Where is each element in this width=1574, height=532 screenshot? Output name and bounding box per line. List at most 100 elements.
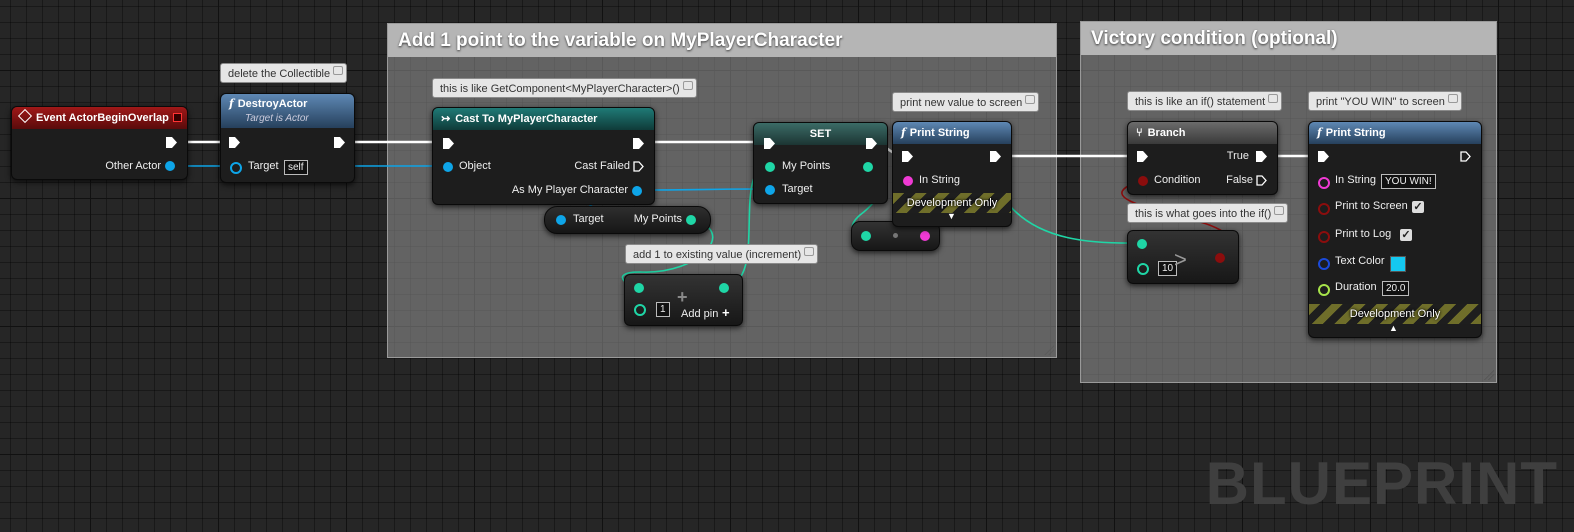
print-to-log-checkbox[interactable]: ✓ (1400, 229, 1412, 241)
struct-in-pin-hollow-icon[interactable] (1318, 258, 1330, 270)
object-in-pin-icon[interactable] (556, 215, 566, 225)
object-in-pin-icon[interactable] (765, 185, 775, 195)
pin-label-text-color: Text Color (1335, 255, 1385, 267)
exec-out-pin-icon[interactable] (866, 138, 877, 149)
exec-out-pin-icon[interactable] (990, 151, 1001, 162)
branch-node[interactable]: ⑂Branch True Condition False (1127, 121, 1278, 195)
bubble-text: print "YOU WIN" to screen (1316, 96, 1445, 108)
int-in-pin-icon[interactable] (861, 231, 871, 241)
bool-out-pin-icon[interactable] (1215, 253, 1225, 263)
exec-in-pin-icon[interactable] (764, 138, 775, 149)
greater-than-operator-icon: > (1174, 247, 1187, 272)
int-in-pin-hollow-icon[interactable] (634, 304, 646, 316)
pin-label-duration: Duration (1335, 281, 1377, 293)
compare-literal-value[interactable]: 10 (1158, 261, 1178, 276)
int-out-pin-icon[interactable] (863, 162, 873, 172)
exec-in-pin-icon[interactable] (229, 137, 240, 148)
exec-out-pin-hollow-icon[interactable] (1460, 151, 1471, 162)
add-operator-icon: + (677, 287, 688, 307)
cast-arrow-icon: ↣ (441, 113, 451, 125)
int-out-pin-icon[interactable] (686, 215, 696, 225)
exec-in-pin-icon[interactable] (1137, 151, 1148, 162)
exec-out-pin-icon[interactable] (166, 137, 177, 148)
exec-in-pin-icon[interactable] (1318, 151, 1329, 162)
add-pin-label[interactable]: Add pin (681, 308, 719, 320)
node-title: Print String (909, 127, 970, 139)
object-in-pin-icon[interactable] (443, 162, 453, 172)
pin-icon[interactable] (1025, 95, 1036, 104)
get-my-points-node[interactable]: Target My Points (544, 206, 711, 234)
float-in-pin-hollow-icon[interactable] (1318, 284, 1330, 296)
exec-out-pin-icon[interactable] (633, 138, 644, 149)
bool-in-pin-hollow-icon[interactable] (1318, 203, 1330, 215)
int-in-pin-icon[interactable] (634, 283, 644, 293)
pin-icon[interactable] (1268, 94, 1279, 103)
exec-out-pin-icon[interactable] (1256, 151, 1267, 162)
duration-value[interactable]: 20.0 (1382, 281, 1410, 296)
pin-icon[interactable] (682, 81, 693, 90)
string-in-pin-icon[interactable] (903, 176, 913, 186)
exec-in-pin-icon[interactable] (443, 138, 454, 149)
int-in-pin-hollow-icon[interactable] (1137, 263, 1149, 275)
pin-label-condition: Condition (1154, 174, 1201, 186)
add-literal-value[interactable]: 1 (656, 302, 670, 317)
string-in-pin-hollow-icon[interactable] (1318, 177, 1330, 189)
print-to-screen-checkbox[interactable]: ✓ (1412, 201, 1424, 213)
blueprint-watermark: BLUEPRINT (1205, 450, 1558, 517)
string-out-pin-icon[interactable] (920, 231, 930, 241)
target-self-value[interactable]: self (284, 160, 308, 175)
bubble-text: this is like GetComponent<MyPlayerCharac… (440, 83, 680, 95)
comment-title[interactable]: Add 1 point to the variable on MyPlayerC… (388, 24, 1056, 57)
node-title: Event ActorBeginOverlap (36, 112, 169, 124)
cast-to-myplayercharacter-node[interactable]: ↣Cast To MyPlayerCharacter Object Cast F… (432, 107, 655, 205)
exec-out-pin-hollow-icon[interactable] (633, 161, 644, 172)
event-actor-begin-overlap-node[interactable]: Event ActorBeginOverlap Other Actor (11, 106, 188, 180)
pin-label-as-player: As My Player Character (511, 184, 628, 196)
int-in-pin-icon[interactable] (765, 162, 775, 172)
bool-in-pin-icon[interactable] (1138, 176, 1148, 186)
pin-label-target: Target (248, 160, 279, 172)
pin-label-target: Target (782, 183, 813, 195)
greater-than-node[interactable]: 10 > (1127, 230, 1239, 284)
add-int-node[interactable]: 1 + Add pin + (624, 274, 743, 326)
add-pin-plus-icon[interactable]: + (722, 305, 730, 320)
pin-label-cast-failed: Cast Failed (574, 160, 630, 172)
expand-arrow-icon[interactable]: ▼ (947, 211, 956, 221)
comment-bubble-print1[interactable]: print new value to screen (892, 92, 1040, 112)
bool-in-pin-hollow-icon[interactable] (1318, 231, 1330, 243)
collapse-arrow-icon[interactable]: ▲ (1389, 323, 1398, 333)
set-my-points-node[interactable]: SET My Points Target (753, 122, 888, 204)
pin-label-my-points: My Points (782, 160, 831, 172)
development-only-banner: Development Only (893, 193, 1011, 213)
comment-bubble-branch[interactable]: this is like an if() statement (1127, 91, 1283, 111)
comment-bubble-cast[interactable]: this is like GetComponent<MyPlayerCharac… (432, 78, 697, 98)
node-title: DestroyActor (237, 98, 308, 110)
comment-bubble-add[interactable]: add 1 to existing value (increment) (625, 244, 819, 264)
conversion-dot-icon (893, 233, 898, 238)
exec-in-pin-icon[interactable] (902, 151, 913, 162)
node-subtitle: Target is Actor (245, 113, 309, 124)
int-in-pin-icon[interactable] (1137, 239, 1147, 249)
pin-icon[interactable] (804, 247, 815, 256)
comment-bubble-print2[interactable]: print "YOU WIN" to screen (1308, 91, 1462, 111)
text-color-swatch[interactable] (1390, 256, 1406, 272)
pin-icon[interactable] (1274, 206, 1285, 215)
object-out-pin-icon[interactable] (632, 186, 642, 196)
comment-title[interactable]: Victory condition (optional) (1081, 22, 1496, 55)
delegate-pin-icon[interactable] (173, 113, 182, 122)
int-out-pin-icon[interactable] (719, 283, 729, 293)
exec-out-pin-icon[interactable] (334, 137, 345, 148)
pin-icon[interactable] (333, 66, 344, 75)
resize-handle-icon[interactable] (1044, 345, 1054, 355)
exec-out-pin-hollow-icon[interactable] (1256, 175, 1267, 186)
object-in-pin-icon[interactable] (230, 162, 242, 174)
comment-bubble-destroy[interactable]: delete the Collectible (220, 63, 348, 83)
in-string-value[interactable]: YOU WIN! (1381, 174, 1436, 189)
pin-icon[interactable] (1447, 94, 1458, 103)
comment-bubble-compare[interactable]: this is what goes into the if() (1127, 203, 1289, 223)
resize-handle-icon[interactable] (1484, 370, 1494, 380)
object-out-pin-icon[interactable] (165, 161, 175, 171)
